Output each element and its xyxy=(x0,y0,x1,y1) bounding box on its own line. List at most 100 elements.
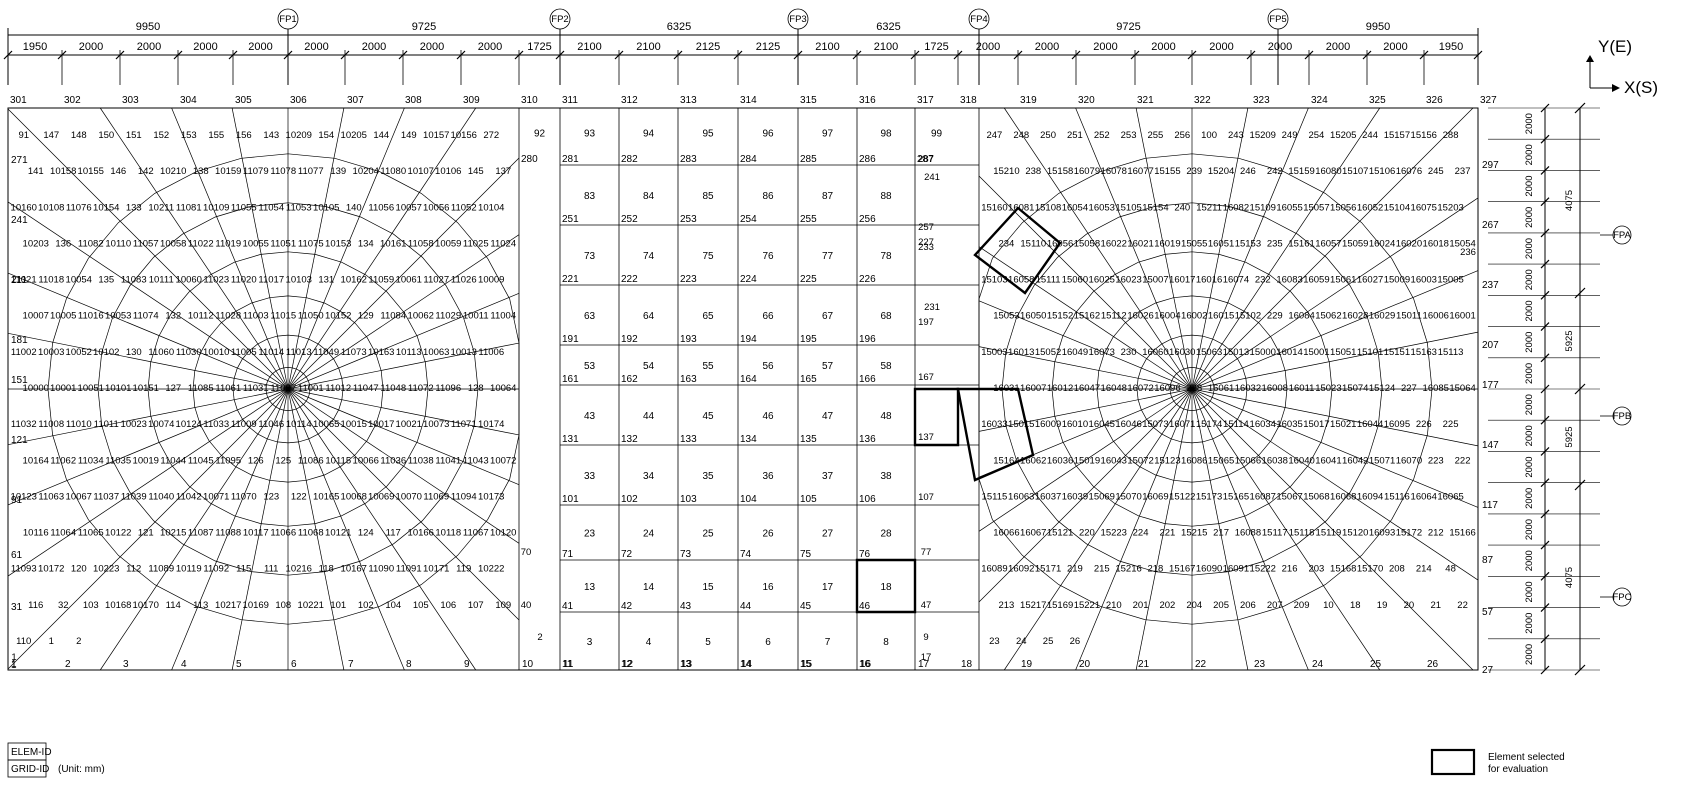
column-grid-id: 316 xyxy=(859,95,876,106)
mesh-element-label: 10023 xyxy=(121,419,147,430)
mesh-element-label: 15104 xyxy=(1384,202,1410,213)
mesh-element-label: 16083 xyxy=(1276,275,1302,286)
mesh-element-label: 15173 xyxy=(1196,491,1222,502)
mesh-element-label: 152 xyxy=(153,130,169,141)
mesh-element-label: 16030 xyxy=(1169,347,1195,358)
row-grid-id: 237 xyxy=(1482,280,1499,291)
element-id: 66 xyxy=(762,311,774,322)
mesh-element-label: 121 xyxy=(138,528,154,539)
major-dimension: 9950 xyxy=(136,21,160,33)
mesh-element-label: 10106 xyxy=(435,166,461,177)
mesh-element-label: 10217 xyxy=(215,600,241,611)
mesh-element-label: 212 xyxy=(1428,528,1444,539)
mesh-element-label: 21 xyxy=(1430,600,1441,611)
minor-dimension: 2000 xyxy=(478,41,502,53)
mesh-element-label: 238 xyxy=(1025,166,1041,177)
mesh-element-label: 115 xyxy=(236,564,251,575)
mesh-element-label: 16062 xyxy=(1020,455,1046,466)
mesh-element-label: 15119 xyxy=(1316,528,1342,539)
mesh-element-label: 15162 xyxy=(1074,311,1100,322)
minor-dimension: 2000 xyxy=(304,41,328,53)
mesh-element-label: 15102 xyxy=(1235,311,1261,322)
mesh-element-label: 16057 xyxy=(1315,238,1341,249)
element-grid-id: 226 xyxy=(859,274,876,285)
mesh-element-label: 10124 xyxy=(176,419,202,430)
right-minor-dimension: 2000 xyxy=(1524,269,1535,290)
mesh-element-label: 10120 xyxy=(490,528,516,539)
element-grid-id: 76 xyxy=(859,549,871,560)
mesh-element-label: 15107 xyxy=(1342,166,1368,177)
mesh-element-label: 128 xyxy=(468,383,484,394)
mesh-element-label: 11011 xyxy=(94,419,119,430)
element-id: 34 xyxy=(643,471,655,482)
element-id: 14 xyxy=(643,582,655,593)
left-grid-id: 61 xyxy=(11,550,23,561)
mesh-element-label: 11017 xyxy=(258,275,284,286)
mesh-element-label: 230 xyxy=(1121,347,1137,358)
x-axis-label: X(S) xyxy=(1624,78,1658,97)
element-grid-id: 283 xyxy=(680,154,697,165)
mesh-element-label: 15155 xyxy=(1154,166,1180,177)
element-grid-id: 101 xyxy=(562,494,579,505)
element-grid-id: 255 xyxy=(800,214,817,225)
mesh-element-label: 16069 xyxy=(1142,491,1168,502)
mesh-element-label: 10172 xyxy=(38,564,64,575)
row-grid-id: 267 xyxy=(1482,220,1499,231)
mesh-element-label: 16021 xyxy=(1127,238,1153,249)
mesh-element-label: 11023 xyxy=(203,275,229,286)
mesh-element-label: 16066 xyxy=(993,528,1019,539)
mesh-element-label: 16054 xyxy=(1062,202,1088,213)
element-grid-id: 133 xyxy=(680,434,697,445)
mesh-element-label: 10203 xyxy=(23,238,49,249)
mesh-element-label: 10011 xyxy=(463,311,489,322)
mesh-element-label: 19 xyxy=(1377,600,1388,611)
mesh-element-label: 16060 xyxy=(1142,347,1168,358)
bottom-grid-id: 13 xyxy=(681,659,693,670)
major-dimension: 6325 xyxy=(876,21,900,33)
mesh-element-label: 15000 xyxy=(1250,347,1276,358)
mesh-element-label: 16050 xyxy=(1020,311,1046,322)
bottom-grid-id: 7 xyxy=(348,659,354,670)
legend-selected-line2: for evaluation xyxy=(1488,764,1548,775)
element-id: 33 xyxy=(584,471,596,482)
floor-point-label: FP1 xyxy=(279,14,296,25)
major-dimension: 9725 xyxy=(412,21,436,33)
selected-element-outline xyxy=(855,558,917,614)
mesh-element-label: 11014 xyxy=(258,347,284,358)
element-grid-id: 256 xyxy=(859,214,876,225)
mesh-element-label: 16052 xyxy=(1357,202,1383,213)
mesh-element-label: 10116 xyxy=(23,528,49,539)
mesh-element-label: 225 xyxy=(1443,419,1459,430)
mesh-element-label: 16018 xyxy=(1423,238,1449,249)
right-minor-dimension: 2000 xyxy=(1524,550,1535,571)
mesh-element-label: 15168 xyxy=(1330,564,1356,575)
column-grid-id: 325 xyxy=(1369,95,1386,106)
right-major-dimension: 4075 xyxy=(1564,190,1575,211)
mesh-element-label: 11082 xyxy=(78,238,104,249)
mesh-element-label: 221 xyxy=(1159,528,1175,539)
mesh-element-label: 10210 xyxy=(160,166,186,177)
misc-grid-label: 47 xyxy=(921,600,932,611)
mesh-element-label: 220 xyxy=(1079,528,1095,539)
floor-point-label: FPC xyxy=(1613,592,1632,603)
element-grid-id: 103 xyxy=(680,494,697,505)
mesh-element-label: 15157 xyxy=(1384,130,1410,141)
mesh-element-label: 148 xyxy=(71,130,87,141)
element-grid-id: 253 xyxy=(680,214,697,225)
mesh-element-label: 11039 xyxy=(121,491,147,502)
mesh-element-label: 11031 xyxy=(243,383,269,394)
mesh-element-label: 16055 xyxy=(1276,202,1302,213)
mesh-element-label: 10101 xyxy=(105,383,131,394)
mesh-element-label: 15204 xyxy=(1208,166,1234,177)
mesh-element-label: 140 xyxy=(346,202,362,213)
mesh-element-label: 11007 xyxy=(270,383,296,394)
mesh-element-label: 11040 xyxy=(148,491,174,502)
mesh-element-label: 91 xyxy=(18,130,29,141)
mesh-element-label: 16036 xyxy=(1047,455,1073,466)
mesh-element-label: 10061 xyxy=(396,275,422,286)
minor-dimension: 2000 xyxy=(362,41,386,53)
mesh-element-label: 144 xyxy=(373,130,389,141)
mesh-element-label: 10163 xyxy=(368,347,394,358)
mesh-element-label: 11010 xyxy=(66,419,92,430)
